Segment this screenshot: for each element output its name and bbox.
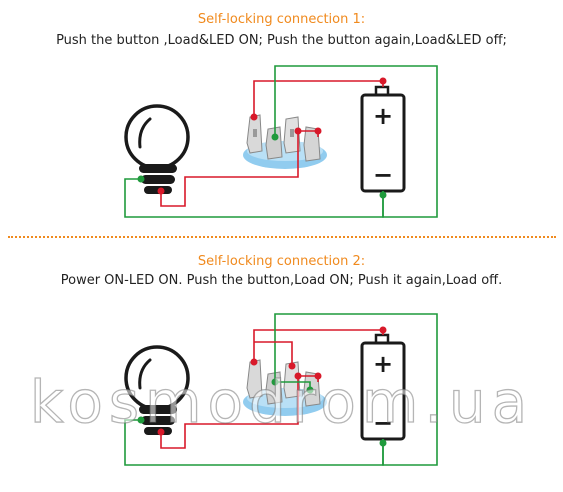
section-divider (8, 236, 556, 238)
wiring-diagram-2: + − (124, 313, 438, 466)
wires (124, 65, 438, 218)
section2-description: Power ON-LED ON. Push the button,Load ON… (60, 273, 503, 288)
wire-led-supply (254, 341, 293, 366)
wire-junctions (137, 326, 387, 447)
wire-bulb-to-switch (160, 376, 299, 449)
battery-plus-label: + (373, 350, 393, 378)
battery-plus-label: + (373, 102, 393, 130)
light-bulb-icon (124, 345, 190, 435)
battery-icon: + − (360, 85, 406, 193)
light-bulb-icon (124, 104, 190, 194)
wire-bulb-to-battery-minus (124, 419, 384, 466)
push-button-switch-icon (243, 359, 327, 416)
wire-junctions (137, 77, 387, 199)
battery-minus-label: − (373, 161, 393, 189)
section2-title: Self-locking connection 2: (197, 254, 366, 269)
section1-description: Push the button ,Load&LED ON; Push the b… (56, 33, 507, 48)
wire-bulb-to-switch (160, 131, 299, 207)
battery-icon: + − (360, 333, 406, 441)
wire-bulb-to-battery-minus (124, 178, 384, 218)
push-button-switch-icon (243, 114, 327, 169)
battery-minus-label: − (373, 409, 393, 437)
section1-title: Self-locking connection 1: (197, 12, 366, 27)
wiring-diagram-1: + − (124, 65, 438, 218)
wires (124, 313, 438, 466)
